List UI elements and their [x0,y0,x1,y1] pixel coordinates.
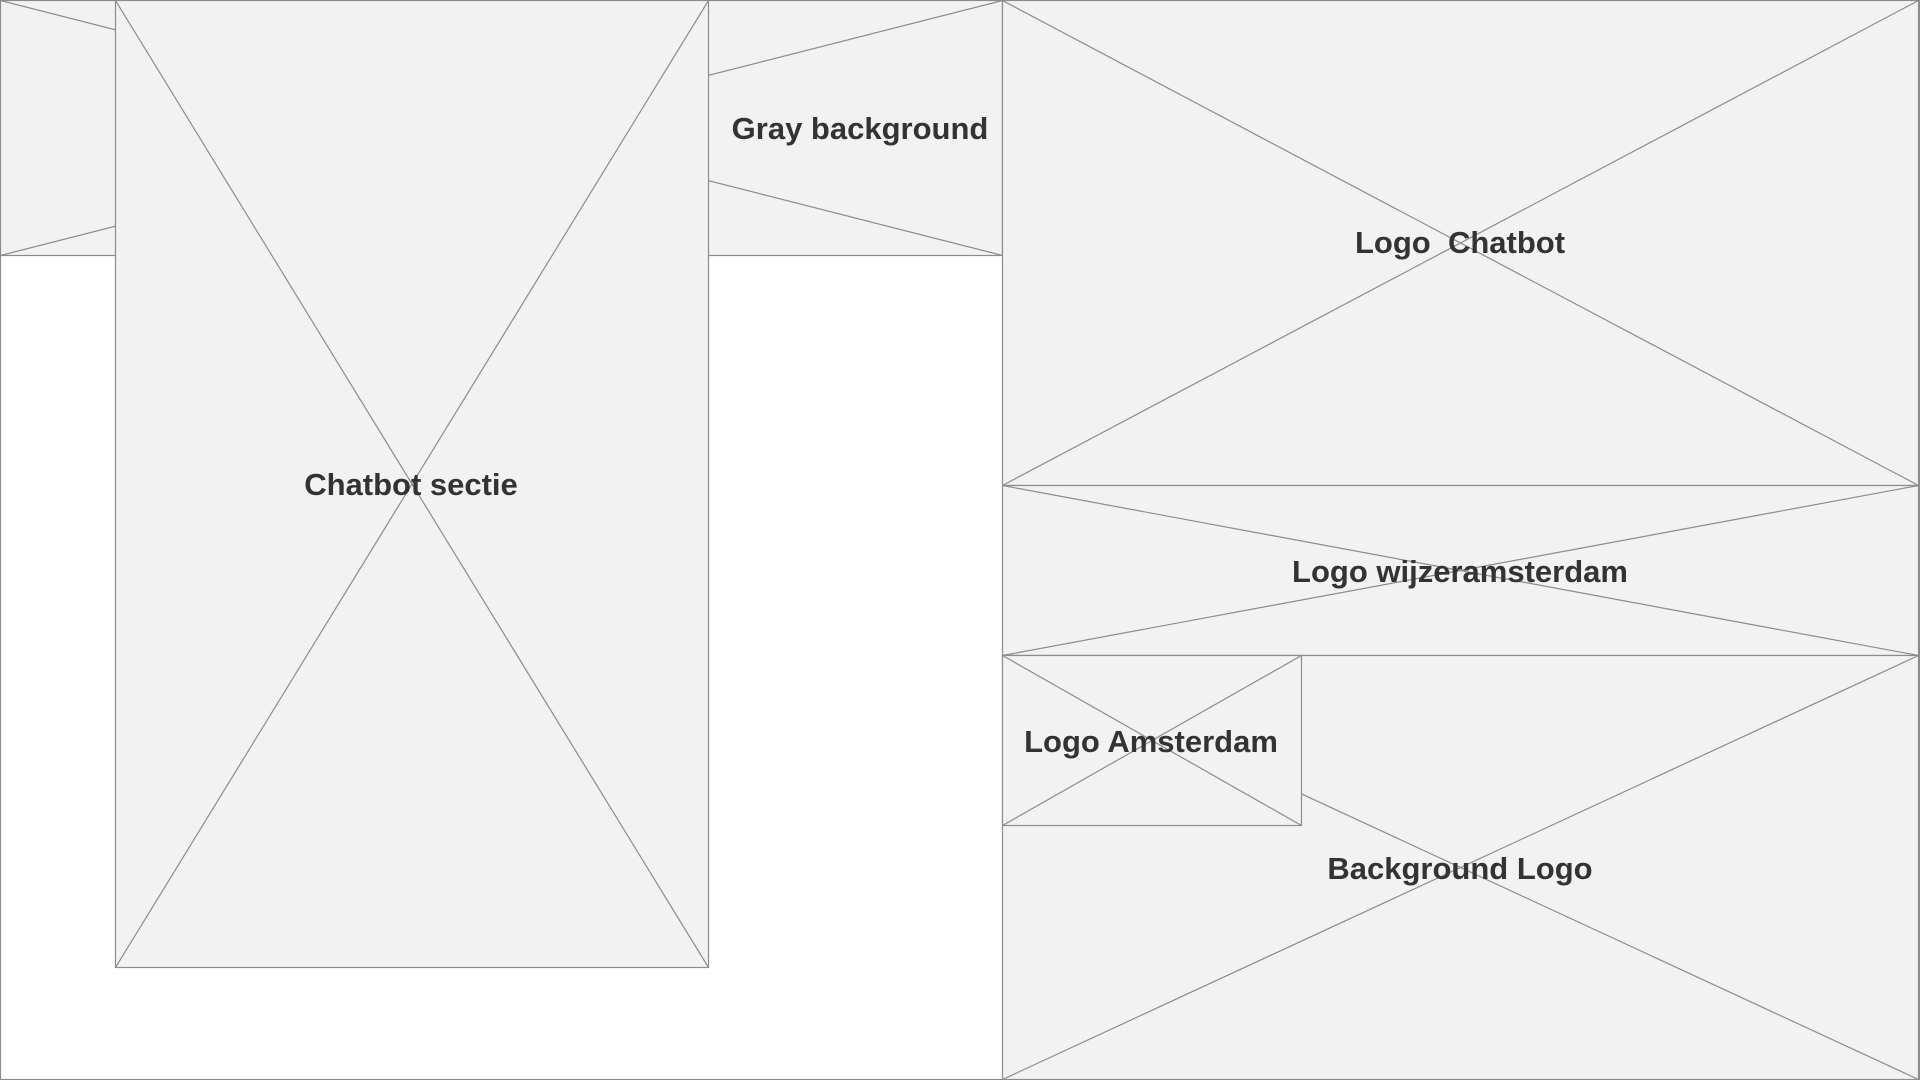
chatbot-sectie-label: Chatbot sectie [304,467,518,502]
logo-chatbot-cross-line [1002,0,1919,487]
logo-wijzeramsterdam-placeholder [1001,484,1920,657]
logo-amsterdam-label: Logo Amsterdam [1024,724,1278,759]
logo-amsterdam-cross-line [1002,654,1302,827]
background-logo-cross-line [1002,654,1919,1080]
gray-background-label: Gray background [732,111,989,146]
background-logo-label: Background Logo [1327,851,1592,886]
chatbot-sectie-cross-line [114,0,710,968]
logo-chatbot-label: Logo Chatbot [1355,225,1565,260]
chatbot-sectie-placeholder [114,0,710,969]
gray-background-label-mask [718,108,988,150]
logo-wijzeramsterdam-label: Logo wijzeramsterdam [1292,554,1628,589]
logo-chatbot-placeholder [1001,0,1920,487]
logo-wijzeramsterdam-cross-line [1002,484,1919,657]
logo-amsterdam-placeholder [1001,654,1303,827]
